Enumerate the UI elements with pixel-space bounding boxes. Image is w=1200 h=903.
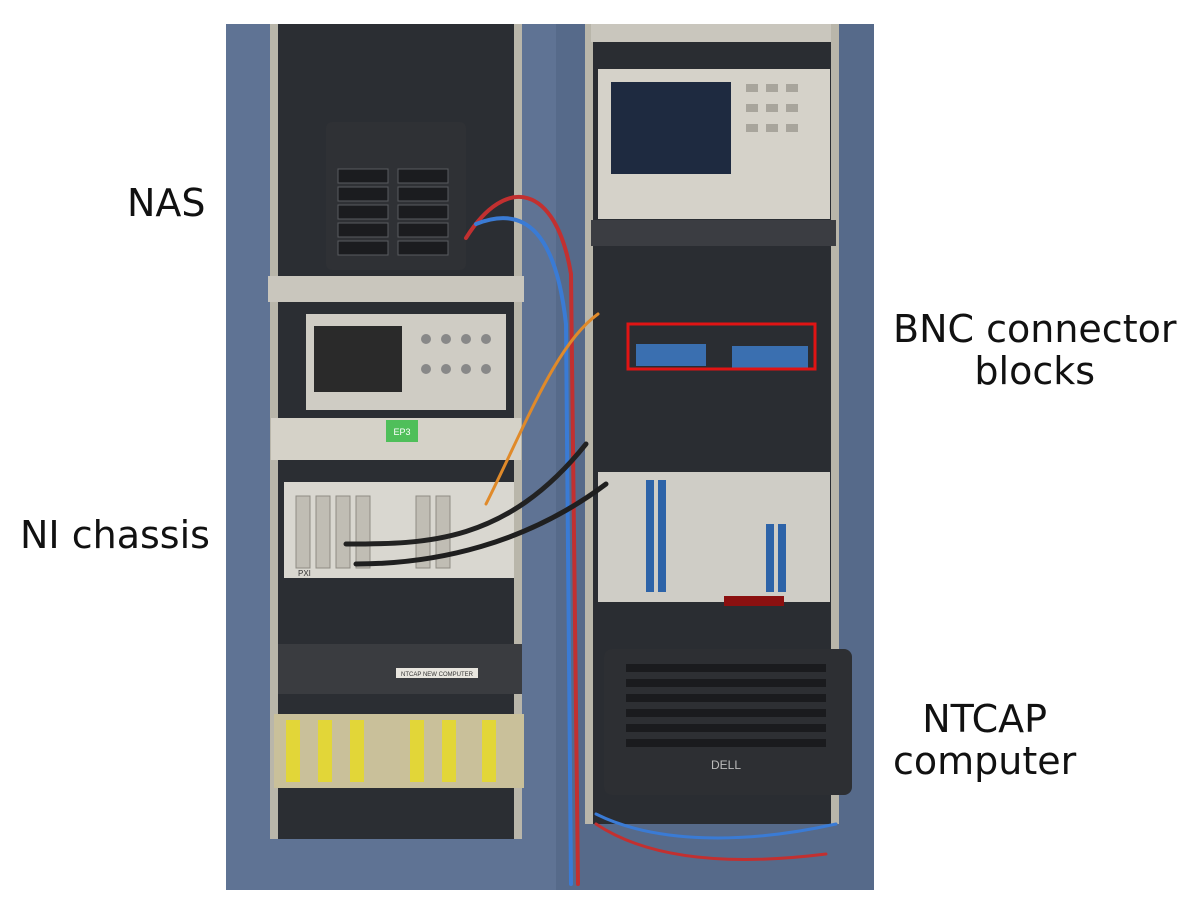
label-ntcap-computer: NTCAP computer bbox=[893, 698, 1076, 782]
label-ntcap-line1: NTCAP bbox=[922, 697, 1048, 741]
ni-chassis-modules bbox=[295, 495, 451, 569]
bnc-block-left bbox=[636, 344, 706, 366]
ni-chassis-brand: PXI bbox=[298, 569, 311, 578]
oscilloscope-right-screen bbox=[611, 82, 731, 174]
green-tag bbox=[386, 420, 418, 442]
trigger-panel bbox=[591, 220, 836, 246]
label-nas: NAS bbox=[127, 181, 206, 225]
cables bbox=[343, 195, 838, 886]
oscilloscope-left-knobs bbox=[421, 334, 491, 374]
crate-modules bbox=[646, 480, 786, 592]
bnc-highlight-box bbox=[626, 322, 817, 371]
ntcap-computer-grille bbox=[626, 664, 826, 747]
oscilloscope-left-screen bbox=[314, 326, 402, 392]
nas-shelf bbox=[268, 276, 524, 302]
label-ntcap-line2: computer bbox=[893, 739, 1077, 783]
label-bnc-line2: blocks bbox=[974, 349, 1096, 393]
top-right-panel bbox=[591, 24, 831, 42]
rack-photo: EP3 PXI NTCAP NEW COMPUTER bbox=[226, 24, 874, 890]
bnc-block-right bbox=[732, 346, 808, 368]
ntcap-label-text: NTCAP NEW COMPUTER bbox=[401, 672, 474, 678]
ntcap-label-plate bbox=[396, 668, 478, 678]
dell-logo-text: DELL bbox=[711, 758, 741, 772]
crate-display bbox=[724, 596, 784, 606]
right-rail-2 bbox=[831, 24, 839, 824]
yellow-tags bbox=[286, 720, 496, 782]
label-bnc-line1: BNC connector bbox=[893, 307, 1177, 351]
label-bnc-connector-blocks: BNC connector blocks bbox=[893, 308, 1176, 392]
nas-drive-bays bbox=[337, 168, 449, 256]
electronics-crate bbox=[598, 472, 830, 602]
label-ni-chassis: NI chassis bbox=[20, 513, 210, 557]
green-tag-text: EP3 bbox=[393, 427, 410, 437]
right-rail-1 bbox=[585, 24, 593, 824]
oscilloscope-right-buttons bbox=[746, 84, 798, 132]
